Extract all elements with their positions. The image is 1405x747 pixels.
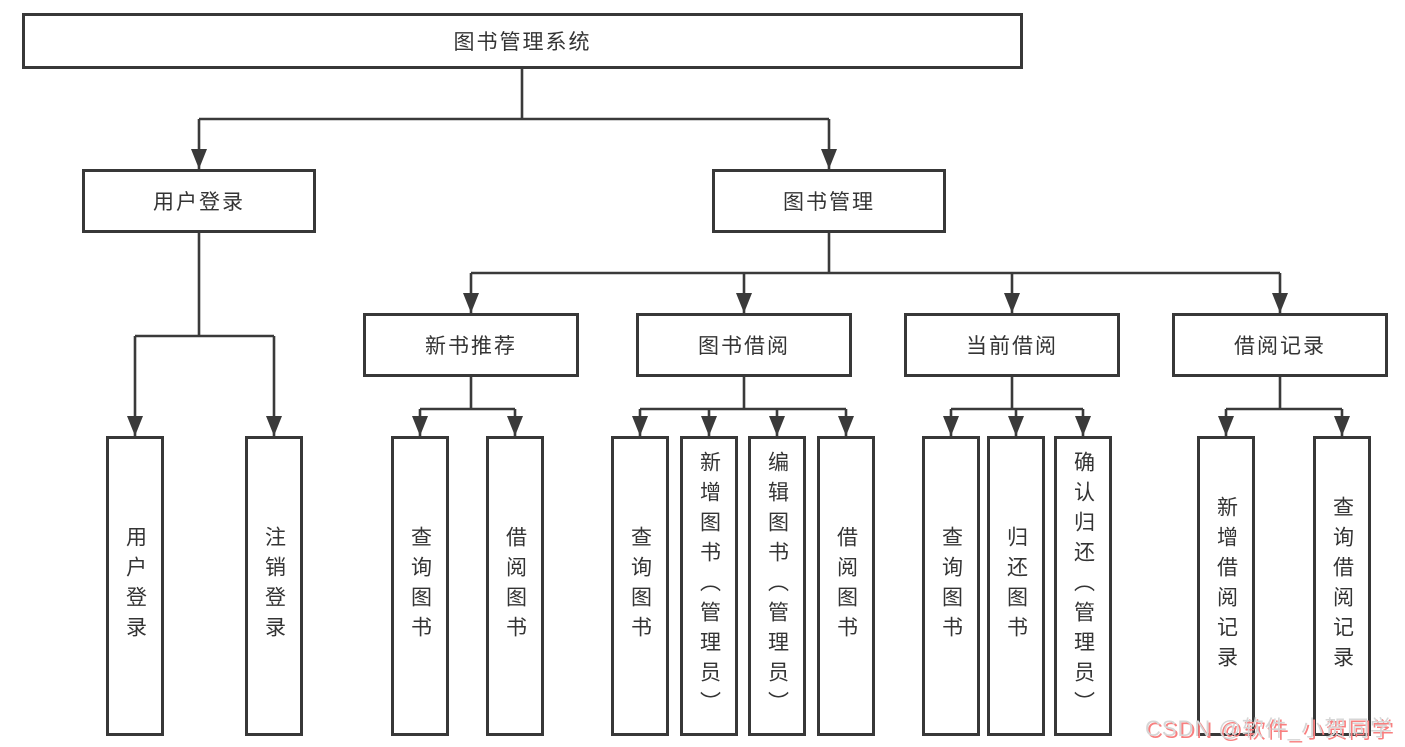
node-book-borrow: 图书借阅 <box>636 313 852 377</box>
leaf-borrow-add-books-admin: 新增图书（管理员） <box>680 436 738 736</box>
node-system-root: 图书管理系统 <box>22 13 1023 69</box>
node-borrow-records: 借阅记录 <box>1172 313 1388 377</box>
leaf-logout: 注销登录 <box>245 436 303 736</box>
node-user-login: 用户登录 <box>82 169 316 233</box>
leaf-recommend-borrow-books: 借阅图书 <box>486 436 544 736</box>
leaf-current-confirm-return-admin: 确认归还（管理员） <box>1054 436 1112 736</box>
leaf-recommend-query-books: 查询图书 <box>391 436 449 736</box>
node-book-management: 图书管理 <box>712 169 946 233</box>
node-current-borrow: 当前借阅 <box>904 313 1120 377</box>
leaf-current-return-books: 归还图书 <box>987 436 1045 736</box>
leaf-records-add-record: 新增借阅记录 <box>1197 436 1255 736</box>
leaf-current-query-books: 查询图书 <box>922 436 980 736</box>
leaf-records-query-record: 查询借阅记录 <box>1313 436 1371 736</box>
leaf-borrow-borrow-books: 借阅图书 <box>817 436 875 736</box>
leaf-user-login: 用户登录 <box>106 436 164 736</box>
node-new-book-recommend: 新书推荐 <box>363 313 579 377</box>
leaf-borrow-edit-books-admin: 编辑图书（管理员） <box>748 436 806 736</box>
leaf-borrow-query-books: 查询图书 <box>611 436 669 736</box>
csdn-watermark: CSDN @软件_小贺同学 <box>1144 716 1393 741</box>
